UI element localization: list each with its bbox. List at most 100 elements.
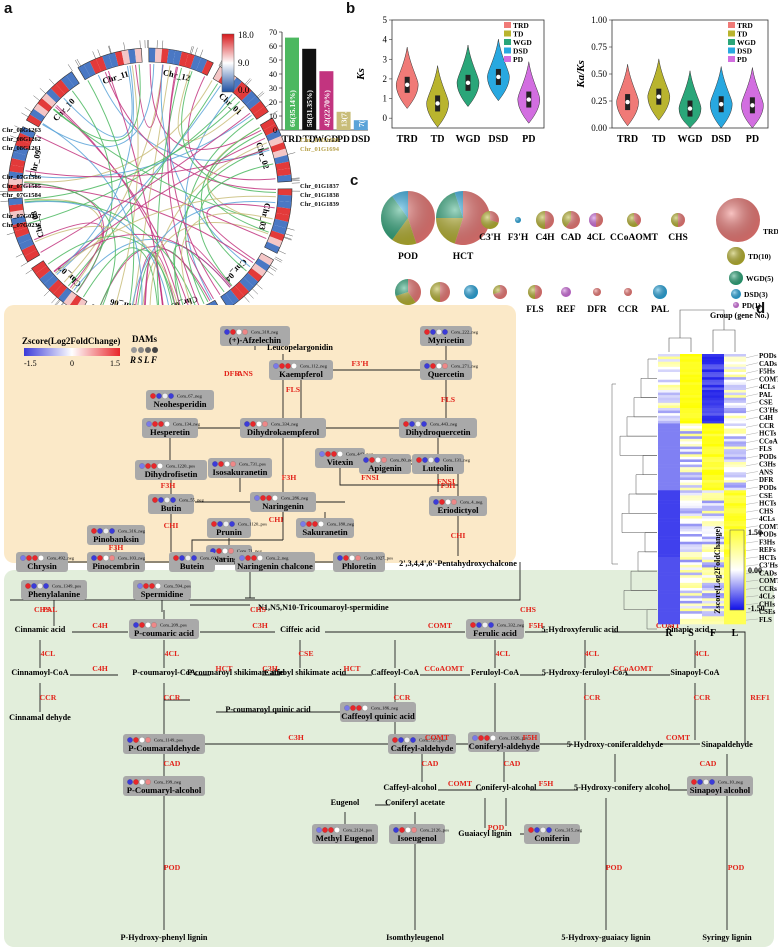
heat-cell xyxy=(702,577,724,581)
dam-dot xyxy=(127,779,133,785)
heat-leader xyxy=(745,564,759,567)
synteny-link xyxy=(24,185,254,264)
compound-coumaroylshikimate: P-coumaroyl shikimate acid xyxy=(187,668,285,677)
dam-dot xyxy=(91,555,97,561)
violin-median xyxy=(750,103,755,108)
ideogram-segment xyxy=(63,291,77,307)
pie-shade xyxy=(536,211,554,229)
gene-label-left: Chr_07G0237 xyxy=(2,213,42,220)
heat-cell xyxy=(724,413,746,417)
heat-cell xyxy=(702,559,724,563)
gene-tick xyxy=(283,237,292,241)
heat-cell xyxy=(658,541,680,545)
enzyme-cad2: CAD xyxy=(422,759,439,768)
heat-row-label: COMTs xyxy=(759,577,778,585)
enzyme-cl4e: 4CL xyxy=(695,649,710,658)
ideogram-segment xyxy=(277,174,292,183)
metabolite-name: Kaempferol xyxy=(279,369,323,379)
metabolite-id: Com_60_neg xyxy=(200,556,225,561)
heat-cell xyxy=(724,392,746,396)
metabolite-name: P-Coumaraldehyde xyxy=(128,743,200,753)
heat-cell xyxy=(680,541,702,545)
heat-cell xyxy=(724,441,746,445)
heat-leader xyxy=(745,385,759,389)
heat-cell xyxy=(658,441,680,445)
dam-dot xyxy=(369,457,375,463)
heat-cell xyxy=(724,500,746,504)
legend-bubble-shade xyxy=(729,271,743,285)
bar-TRD xyxy=(285,37,299,130)
dam-dot xyxy=(430,329,436,335)
heat-cell xyxy=(680,428,702,432)
heat-cell xyxy=(702,467,724,471)
dam-dot xyxy=(319,451,325,457)
legend-bubble-shade xyxy=(716,198,760,242)
dam-dot xyxy=(266,495,272,501)
gene-tick xyxy=(291,178,300,180)
heat-cell xyxy=(680,598,702,602)
ideogram-segment xyxy=(271,224,287,235)
heat-cell xyxy=(680,366,702,370)
bar-DSD xyxy=(353,120,368,130)
metabolite-id: Com_731_pos xyxy=(239,462,266,467)
dam-dot xyxy=(334,827,340,833)
dam-dot xyxy=(217,521,223,527)
panel-e-legend: Zscore(Log2FoldChange) -1.5 0 1.5 DAMs R… xyxy=(22,334,158,368)
heat-row-label: CADs xyxy=(759,569,777,577)
metabolite-name: Prunin xyxy=(216,527,242,537)
metabolite-name: Pinobanksin xyxy=(93,534,139,544)
enzyme-comt3: COMT xyxy=(425,733,450,742)
heat-cell xyxy=(680,554,702,558)
violin-category-label: PD xyxy=(522,134,535,145)
violin-legend-label: TD xyxy=(513,30,524,39)
heat-cell xyxy=(658,518,680,522)
synteny-link xyxy=(149,142,268,317)
dam-dot xyxy=(152,497,158,503)
heat-cell xyxy=(702,426,724,429)
gene-label-left: Chr_08G1263 xyxy=(2,127,42,134)
ideogram-segment xyxy=(260,117,276,131)
heat-row-label: FLS xyxy=(759,616,772,624)
compound-caffeoylshikimate: Caffeoyl shikimate acid xyxy=(264,668,347,677)
violin-median xyxy=(405,82,410,88)
heat-cell xyxy=(658,392,680,396)
metabolite-name: Pinocembrin xyxy=(92,561,139,571)
pathway-line xyxy=(344,789,688,835)
heat-cell xyxy=(658,549,680,553)
dam-dot xyxy=(445,499,451,505)
chromosome-outline xyxy=(77,47,143,81)
ideogram-segment xyxy=(134,48,143,63)
synteny-link xyxy=(87,80,135,315)
enzyme-cl4d: 4CL xyxy=(585,649,600,658)
heat-cell xyxy=(724,456,746,460)
heat-cell xyxy=(724,498,746,501)
gene-tick xyxy=(266,270,274,276)
heat-cell xyxy=(680,354,702,357)
enzyme-ccr2: CCR xyxy=(164,693,181,702)
enzyme-c3h3: C3H xyxy=(288,733,304,742)
metabolite-name: Caffeoyl quinic acid xyxy=(341,711,415,721)
heat-cell xyxy=(680,508,702,512)
synteny-link xyxy=(34,226,180,313)
compound-caffeylalcohol: Caffeyl-alcohol xyxy=(383,783,437,792)
compound-cinnamic: Cinnamic acid xyxy=(15,625,66,634)
heat-cell xyxy=(702,441,724,445)
compound-guaiacyl: Guaiacyl lignin xyxy=(458,829,512,838)
heat-cell xyxy=(658,611,680,615)
dam-dot xyxy=(236,329,242,335)
pathway-line xyxy=(163,752,728,782)
enzyme-c4h2: C4H xyxy=(92,664,108,673)
synteny-link xyxy=(53,233,231,288)
metabolite-name: Spermidine xyxy=(141,589,184,599)
heat-row-label: 4CLs xyxy=(759,515,775,523)
heat-leader xyxy=(745,354,759,359)
heat-cell xyxy=(658,464,680,468)
heat-cell xyxy=(658,415,680,419)
panel-c-label: c xyxy=(350,172,359,189)
heat-cell xyxy=(680,503,702,507)
ideogram-segment xyxy=(20,126,36,139)
enzyme-chs3: CHS xyxy=(520,605,536,614)
violin-legend-label: DSD xyxy=(737,47,753,56)
